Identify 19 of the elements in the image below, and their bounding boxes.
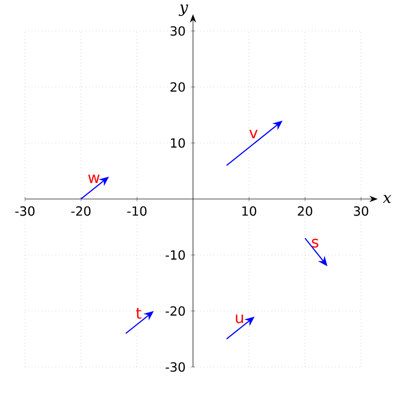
vector-label: w — [88, 174, 100, 184]
tick-label: 20 — [170, 82, 185, 92]
vector-label: s — [312, 238, 318, 248]
tick-label: 30 — [354, 206, 368, 216]
tick-label: 30 — [170, 26, 185, 36]
axis-label: x — [382, 194, 392, 203]
vector-label: v — [249, 130, 258, 138]
tick-label: 10 — [242, 206, 256, 216]
tick-label: -30 — [166, 362, 185, 372]
vector-label: u — [236, 314, 243, 324]
tick-label: 10 — [171, 138, 185, 148]
tick-label: -20 — [71, 206, 90, 216]
tick-label: -10 — [166, 250, 185, 260]
tick-label: 20 — [298, 206, 312, 216]
tick-label: -20 — [166, 306, 185, 316]
tick-label: -10 — [127, 206, 146, 216]
tick-label: -30 — [15, 206, 34, 216]
axis-label: y — [178, 4, 188, 16]
vector-label: t — [136, 308, 142, 319]
